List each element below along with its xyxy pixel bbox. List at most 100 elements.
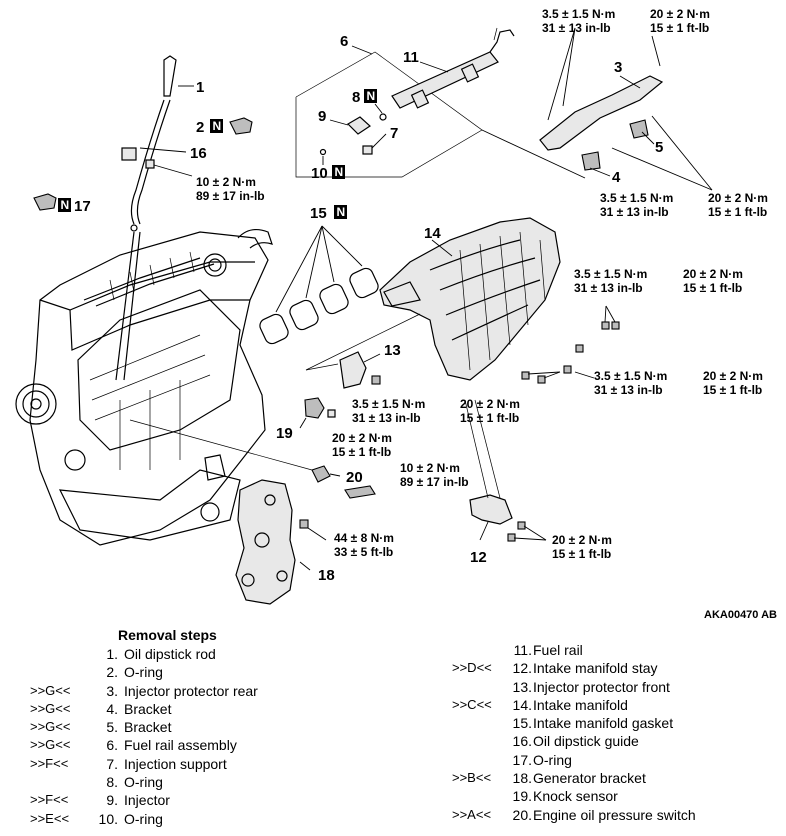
removal-step: >>D<<12.Intake manifold stay [452, 659, 696, 677]
torque-right-1-left: 3.5 ± 1.5 N·m 31 ± 13 in-lb [574, 267, 647, 295]
torque-right-1-right: 20 ± 2 N·m 15 ± 1 ft-lb [683, 267, 743, 295]
torque-18: 44 ± 8 N·m 33 ± 5 ft-lb [334, 531, 394, 559]
callout-4: 4 [612, 169, 621, 186]
injector-protector-front [305, 313, 421, 389]
svg-text:3.5 ± 1.5 N·m: 3.5 ± 1.5 N·m [574, 267, 647, 281]
oil-symbol-icon-17 [33, 193, 57, 211]
step-number: 14. [512, 696, 532, 713]
callout-13: 13 [384, 342, 401, 359]
callout-16: 16 [190, 145, 207, 162]
step-label: Bracket [124, 719, 172, 736]
svg-text:31 ± 13 in-lb: 31 ± 13 in-lb [594, 383, 663, 397]
svg-text:15 ± 1 ft-lb: 15 ± 1 ft-lb [332, 445, 391, 459]
callout-20: 20 [346, 469, 363, 486]
removal-steps-right: 11.Fuel rail>>D<<12.Intake manifold stay… [452, 641, 696, 824]
removal-step: 8.O-ring [30, 773, 258, 791]
callout-7: 7 [390, 125, 398, 142]
svg-text:89 ± 17 in-lb: 89 ± 17 in-lb [400, 475, 469, 489]
svg-text:10 ± 2 N·m: 10 ± 2 N·m [400, 461, 460, 475]
svg-text:20 ± 2 N·m: 20 ± 2 N·m [708, 191, 768, 205]
step-service-mark [452, 751, 510, 769]
step-number: 11. [513, 642, 532, 658]
step-service-mark: >>G<< [30, 737, 71, 753]
step-label: O-ring [124, 664, 163, 681]
removal-step: >>F<<7.Injection support [30, 755, 258, 773]
removal-step: >>A<<20.Engine oil pressure switch [452, 806, 696, 824]
figure-code: AKA00470 AB [704, 609, 777, 620]
callout-11: 11 [403, 49, 419, 66]
fuel-rail-assembly-box [295, 45, 586, 179]
svg-text:15 ± 1 ft-lb: 15 ± 1 ft-lb [460, 411, 519, 425]
callout-6: 6 [340, 33, 348, 50]
intake-manifold-stay [464, 399, 547, 542]
exploded-view-diagram: 6 11 8 N 9 7 10 N 1 2 N 16 N 17 3 4 5 15… [15, 7, 777, 620]
callout-2: 2 [196, 119, 204, 136]
step-service-mark: >>B<< [452, 770, 492, 786]
removal-step: 15.Intake manifold gasket [452, 714, 696, 732]
step-number: 3. [106, 682, 118, 699]
step-service-mark [452, 787, 510, 805]
step-label: Injector protector rear [124, 682, 258, 699]
step-service-mark [30, 773, 96, 791]
step-service-mark: >>D<< [452, 660, 492, 676]
removal-step: 16.Oil dipstick guide [452, 732, 696, 750]
removal-step: >>G<<4.Bracket [30, 700, 258, 718]
step-number: 19. [512, 788, 532, 805]
step-number: 8. [106, 774, 118, 791]
torque-top-right: 20 ± 2 N·m 15 ± 1 ft-lb [650, 7, 710, 35]
step-number: 2. [106, 664, 118, 681]
callout-19: 19 [276, 425, 293, 442]
step-service-mark: >>F<< [30, 792, 69, 808]
step-service-mark [30, 645, 96, 663]
svg-text:31 ± 13 in-lb: 31 ± 13 in-lb [352, 411, 421, 425]
torque-12: 20 ± 2 N·m 15 ± 1 ft-lb [552, 533, 612, 561]
removal-step: 2. O-ring [30, 663, 258, 681]
step-number: 4. [106, 700, 118, 717]
oil-pressure-switch [129, 419, 376, 499]
step-label: Engine oil pressure switch [533, 806, 696, 823]
step-label: Injection support [124, 755, 227, 772]
new-part-badge-15-letter: N [337, 205, 346, 219]
new-part-badge-2-letter: N [213, 119, 222, 133]
step-service-mark [452, 678, 510, 696]
svg-text:3.5 ± 1.5 N·m: 3.5 ± 1.5 N·m [542, 7, 615, 21]
torque-right-2-right: 20 ± 2 N·m 15 ± 1 ft-lb [703, 369, 763, 397]
callout-10: 10 [311, 165, 328, 182]
new-part-badge-8 [364, 89, 377, 103]
knock-sensor [299, 397, 336, 429]
removal-step: 17.O-ring [452, 751, 696, 769]
torque-14: 20 ± 2 N·m 15 ± 1 ft-lb [460, 397, 520, 425]
intake-manifold-gaskets [259, 225, 379, 345]
removal-steps-title: Removal steps [118, 627, 217, 643]
removal-step: >>B<<18.Generator bracket [452, 769, 696, 787]
svg-text:31 ± 13 in-lb: 31 ± 13 in-lb [542, 21, 611, 35]
svg-text:31 ± 13 in-lb: 31 ± 13 in-lb [574, 281, 643, 295]
injector-protector-rear [539, 27, 713, 191]
new-part-badge-10 [332, 165, 345, 179]
new-part-badge-10-letter: N [335, 165, 344, 179]
step-service-mark: >>G<< [30, 700, 71, 716]
step-service-mark: >>E<< [30, 810, 70, 826]
callout-12: 12 [470, 549, 487, 566]
svg-text:20 ± 2 N·m: 20 ± 2 N·m [650, 7, 710, 21]
svg-text:3.5 ± 1.5 N·m: 3.5 ± 1.5 N·m [594, 369, 667, 383]
step-label: Fuel rail assembly [124, 737, 237, 754]
step-number: 18. [512, 770, 532, 787]
step-service-mark [30, 663, 96, 681]
torque-right-2-left: 3.5 ± 1.5 N·m 31 ± 13 in-lb [594, 369, 667, 397]
svg-text:15 ± 1 ft-lb: 15 ± 1 ft-lb [683, 281, 742, 295]
generator-bracket [235, 479, 327, 605]
step-label: Intake manifold [533, 696, 628, 713]
svg-text:20 ± 2 N·m: 20 ± 2 N·m [552, 533, 612, 547]
step-number: 15. [512, 715, 532, 732]
svg-text:3.5 ± 1.5 N·m: 3.5 ± 1.5 N·m [352, 397, 425, 411]
removal-step: 1.Oil dipstick rod [30, 645, 258, 663]
step-number: 10. [98, 810, 118, 827]
new-part-badge-2 [210, 119, 223, 133]
step-service-mark: >>G<< [30, 719, 71, 735]
manifold-bolts [521, 305, 620, 384]
removal-step: 19.Knock sensor [452, 787, 696, 805]
injector-group [319, 103, 387, 165]
